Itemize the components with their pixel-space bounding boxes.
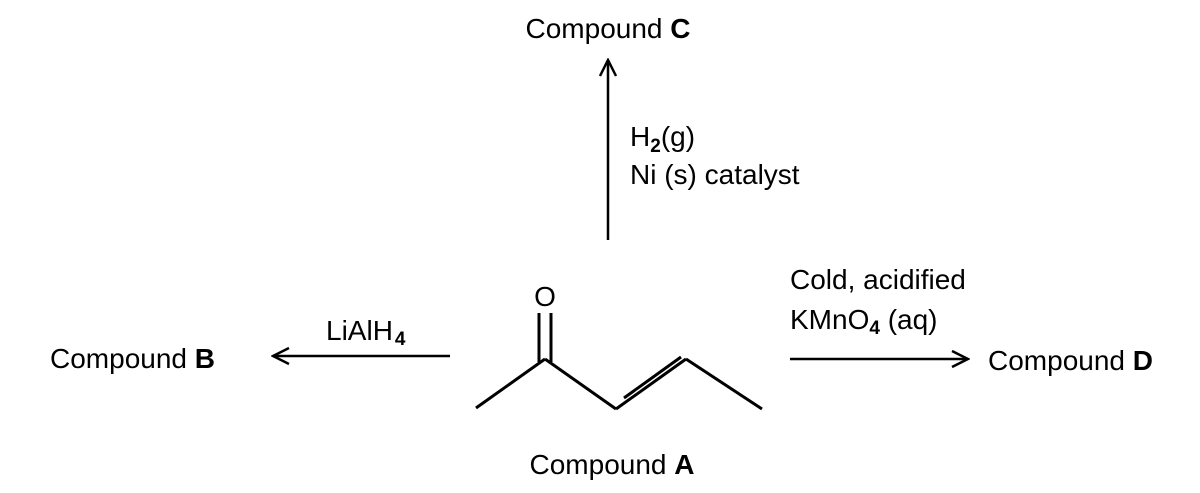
compound-a-label: Compound A [530, 449, 695, 480]
methyl-bond-left [475, 357, 546, 410]
reagent-h2-label: H2(g) [630, 121, 695, 157]
compound-d-label: Compound D [988, 345, 1153, 376]
condition-cold-acidified: Cold, acidified [790, 264, 966, 295]
reagent-kmno4-label: KMnO4 (aq) [790, 304, 938, 339]
catalyst-label: Ni (s) catalyst [630, 159, 800, 190]
alkene-bond-2 [623, 355, 682, 400]
alkene-bond-1 [615, 357, 687, 411]
compound-b-label: Compound B [50, 343, 215, 374]
methyl-bond-right [685, 357, 763, 411]
compound-c-label: Compound C [526, 13, 691, 44]
oxygen-atom-label: O [534, 281, 556, 312]
compound-a-structure: O [475, 281, 763, 411]
carbonyl-alkene-bond [544, 357, 617, 411]
